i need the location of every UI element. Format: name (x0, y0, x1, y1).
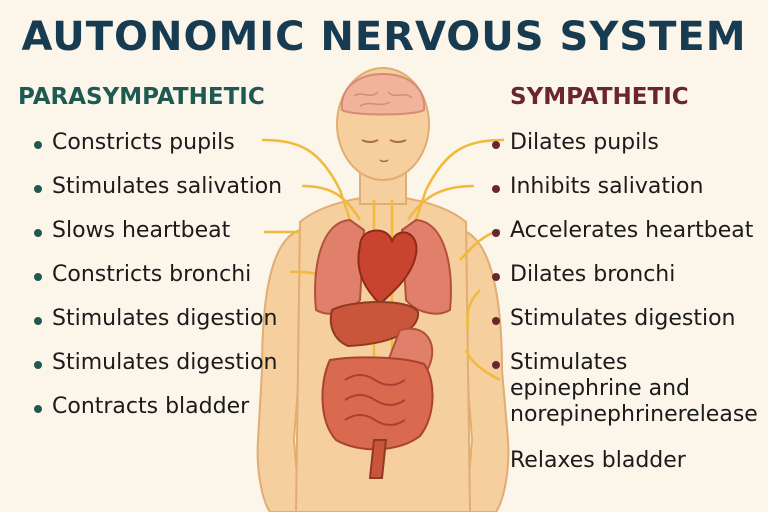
bullet-icon (492, 229, 500, 237)
list-item: Slows heartbeat (34, 220, 230, 242)
list-item: Stimulates salivation (34, 176, 282, 198)
list-item-continuation: norepinephrinerelease (510, 402, 758, 427)
list-item: Stimulates (492, 352, 627, 374)
list-item: Relaxes bladder (510, 448, 686, 473)
sympathetic-heading: SYMPATHETIC (510, 84, 689, 110)
left-arm (256, 228, 302, 512)
list-item: Dilates pupils (492, 132, 659, 154)
list-item: Dilates bronchi (492, 264, 675, 286)
bullet-icon (34, 361, 42, 369)
bullet-icon (34, 317, 42, 325)
list-item: Contracts bladder (34, 396, 249, 418)
list-item: Constricts pupils (34, 132, 235, 154)
bullet-icon (34, 185, 42, 193)
bullet-icon (34, 273, 42, 281)
bullet-icon (492, 185, 500, 193)
bullet-icon (492, 273, 500, 281)
bullet-icon (34, 141, 42, 149)
bullet-icon (492, 141, 500, 149)
list-item: Accelerates heartbeat (492, 220, 753, 242)
page-title: AUTONOMIC NERVOUS SYSTEM (21, 14, 747, 60)
list-item: Inhibits salivation (492, 176, 703, 198)
list-item: Stimulates digestion (34, 352, 277, 374)
rectum (368, 439, 388, 479)
list-item: Constricts bronchi (34, 264, 251, 286)
bullet-icon (492, 361, 500, 369)
list-item: Stimulates digestion (34, 308, 277, 330)
list-item: Stimulates digestion (492, 308, 735, 330)
list-item-continuation: epinephrine and (510, 376, 691, 401)
bullet-icon (492, 317, 500, 325)
intestines (321, 356, 434, 451)
bullet-icon (34, 229, 42, 237)
bullet-icon (34, 405, 42, 413)
heart (357, 229, 418, 306)
eyes (361, 139, 407, 143)
parasympathetic-heading: PARASYMPATHETIC (18, 84, 265, 110)
